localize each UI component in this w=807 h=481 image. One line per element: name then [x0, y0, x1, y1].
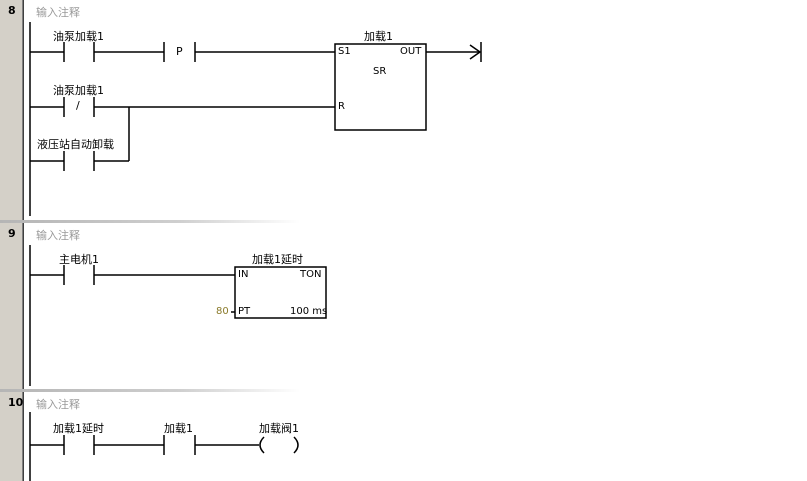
contact-主电机1[interactable]	[63, 265, 95, 285]
timebase-label: 100 ms	[290, 306, 328, 317]
coil-label: 加载阀1	[259, 422, 299, 435]
contact-label: 加载1延时	[53, 422, 104, 435]
pin-label: OUT	[400, 46, 422, 57]
network-number: 8	[8, 4, 16, 17]
sr-block[interactable]	[334, 43, 427, 131]
coil-加载阀1[interactable]	[259, 436, 299, 454]
not-contact-label: /	[76, 99, 80, 112]
pin-label: S1	[338, 46, 351, 57]
block-name: 加载1延时	[252, 253, 303, 266]
gutter-edge-shadow	[23, 0, 24, 481]
pt-value[interactable]: 80	[216, 306, 229, 317]
network-comment[interactable]: 输入注释	[36, 398, 80, 411]
network-comment[interactable]: 输入注释	[36, 229, 80, 242]
contact-加载1延时[interactable]	[63, 435, 95, 455]
pin-label: IN	[238, 269, 249, 280]
block-type: TON	[300, 269, 322, 280]
network-number: 10	[8, 396, 24, 409]
network-gutter	[0, 0, 22, 481]
pin-label: PT	[238, 306, 251, 317]
contact-label: 油泵加载1	[53, 30, 104, 43]
edge-contact-label: P	[176, 45, 183, 58]
network-separator	[0, 220, 300, 223]
pin-label: R	[338, 101, 345, 112]
network-comment[interactable]: 输入注释	[36, 6, 80, 19]
network-separator	[0, 389, 300, 392]
gutter-edge-dark	[22, 0, 23, 481]
network-number: 9	[8, 227, 16, 240]
contact-label: 液压站自动卸载	[37, 138, 114, 151]
contact-油泵加载1-no[interactable]	[63, 42, 95, 62]
contact-label: 油泵加载1	[53, 84, 104, 97]
contact-液压站自动卸载[interactable]	[63, 151, 95, 171]
contact-加载1[interactable]	[163, 435, 196, 455]
ton-block[interactable]	[234, 266, 327, 319]
contact-label: 主电机1	[59, 253, 99, 266]
contact-label: 加载1	[164, 422, 193, 435]
block-type: SR	[373, 66, 387, 77]
block-name: 加载1	[364, 30, 393, 43]
